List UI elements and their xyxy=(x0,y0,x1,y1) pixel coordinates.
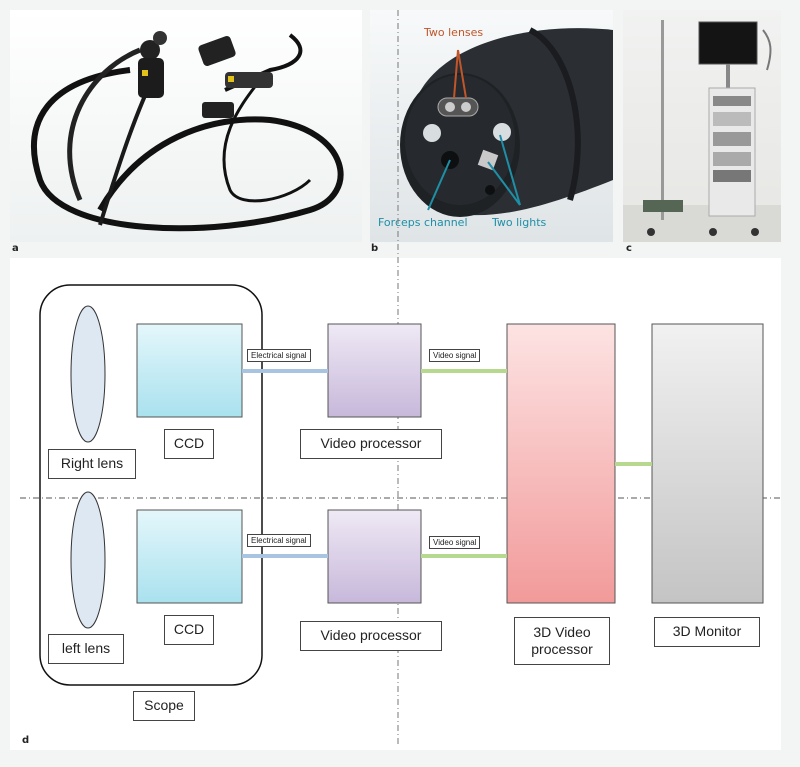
label-two-lights: Two lights xyxy=(492,216,547,229)
ccd-bottom-label: CCD xyxy=(164,615,214,645)
label-two-lenses: Two lenses xyxy=(424,26,484,39)
processor-top-label: Video processor xyxy=(300,429,442,459)
processor-bottom-block xyxy=(327,509,422,604)
panel-letter-b: b xyxy=(371,243,379,254)
scope-tip-illustration xyxy=(400,27,613,217)
scope-label: Scope xyxy=(133,691,195,721)
right-lens-shape xyxy=(70,305,106,443)
electrical-signal-top-tag: Electrical signal xyxy=(247,349,311,362)
left-lens-label: left lens xyxy=(48,634,124,664)
video-cart-illustration xyxy=(623,20,781,242)
video3d-label: 3D Video processor xyxy=(514,617,610,665)
panel-letter-c: c xyxy=(626,243,632,254)
electrical-signal-bottom-tag: Electrical signal xyxy=(247,534,311,547)
video-signal-bottom-tag: Video signal xyxy=(429,536,481,549)
photo-video-cart xyxy=(623,10,781,242)
panel-letter-a: a xyxy=(12,243,19,254)
photo-endoscope xyxy=(10,10,362,242)
ccd-bottom-block xyxy=(136,509,243,604)
monitor-label: 3D Monitor xyxy=(654,617,760,647)
ccd-top-label: CCD xyxy=(164,429,214,459)
monitor-block xyxy=(651,323,764,604)
processor-bottom-label: Video processor xyxy=(300,621,442,651)
video3d-block xyxy=(506,323,616,604)
video-signal-top-tag: Video signal xyxy=(429,349,481,362)
photo-scope-tip: Two lenses Forceps channel Two lights xyxy=(370,10,613,242)
panel-letter-d: d xyxy=(22,735,30,746)
right-lens-label: Right lens xyxy=(48,449,136,479)
ccd-top-block xyxy=(136,323,243,418)
scope-outline xyxy=(39,284,263,686)
processor-top-block xyxy=(327,323,422,418)
endoscope-illustration xyxy=(31,31,344,232)
label-forceps-channel: Forceps channel xyxy=(378,216,468,229)
left-lens-shape xyxy=(70,491,106,629)
